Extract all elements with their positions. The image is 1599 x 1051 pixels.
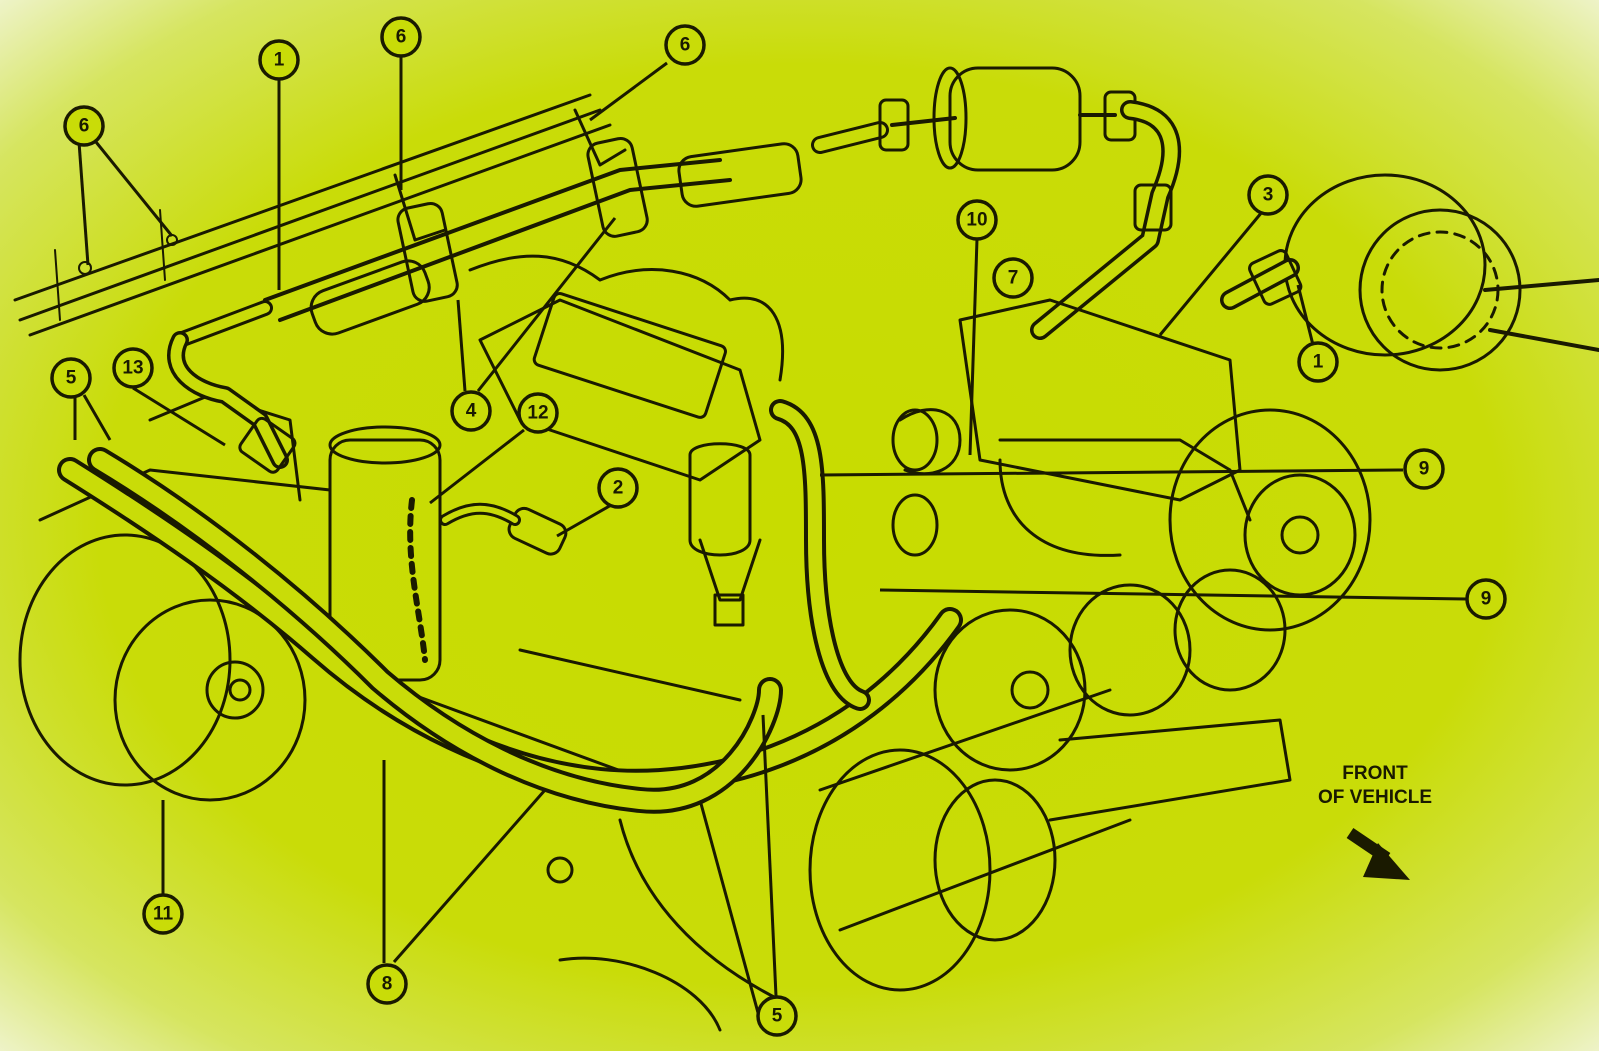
callout-10-label: 10 — [966, 210, 987, 231]
callout-9: 9 — [1465, 578, 1507, 620]
callout-2-label: 2 — [613, 478, 624, 499]
callout-13: 13 — [112, 347, 154, 389]
front-of-vehicle-label: FRONT OF VEHICLE — [1300, 762, 1450, 810]
callout-3-label: 3 — [1263, 185, 1274, 206]
callout-7-label: 7 — [1008, 268, 1019, 289]
callout-6-label: 6 — [396, 27, 407, 48]
callout-9-label: 9 — [1419, 459, 1430, 480]
callout-8-label: 8 — [382, 974, 393, 995]
callout-5-label: 5 — [772, 1006, 783, 1027]
front-label-line1: FRONT — [1342, 763, 1408, 784]
callout-6: 6 — [380, 16, 422, 58]
leader-lines — [73, 56, 1467, 997]
callout-1: 1 — [1297, 341, 1339, 383]
callout-12: 12 — [517, 392, 559, 434]
callout-5: 5 — [50, 357, 92, 399]
callout-5-label: 5 — [66, 368, 77, 389]
arrow-down-right-icon — [1346, 828, 1410, 880]
callout-10: 10 — [956, 199, 998, 241]
callout-4-label: 4 — [466, 401, 477, 422]
engine-artwork — [13, 66, 1599, 1032]
front-label-line2: OF VEHICLE — [1317, 787, 1432, 808]
callout-9-label: 9 — [1481, 589, 1492, 610]
callout-1-label: 1 — [274, 50, 285, 71]
callout-11-label: 11 — [153, 904, 174, 925]
callout-11: 11 — [142, 893, 184, 935]
callout-2: 2 — [597, 467, 639, 509]
callout-6-label: 6 — [680, 35, 691, 56]
callout-12-label: 12 — [527, 403, 548, 424]
callout-13-label: 13 — [122, 358, 143, 379]
callout-4: 4 — [450, 390, 492, 432]
callout-6-label: 6 — [79, 116, 90, 137]
callout-6: 6 — [63, 105, 105, 147]
callout-1: 1 — [258, 39, 300, 81]
callout-8: 8 — [366, 963, 408, 1005]
callout-6: 6 — [664, 24, 706, 66]
callout-5: 5 — [756, 995, 798, 1037]
callout-3: 3 — [1247, 174, 1289, 216]
callout-7: 7 — [992, 257, 1034, 299]
callout-1-label: 1 — [1313, 352, 1324, 373]
callout-9: 9 — [1403, 448, 1445, 490]
